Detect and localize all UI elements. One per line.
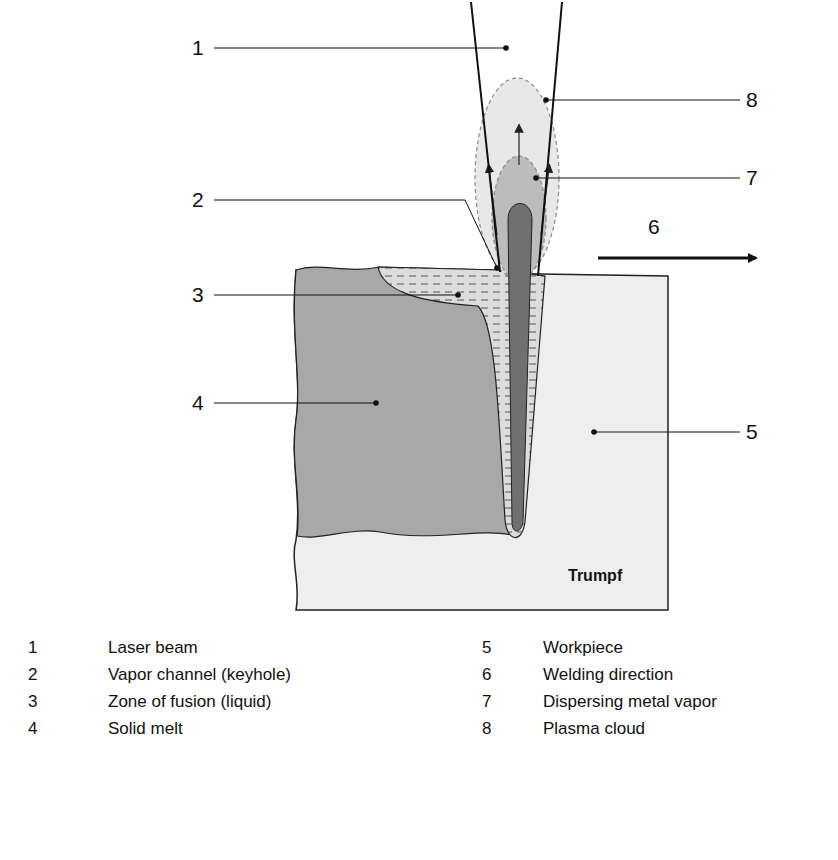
key-text: Solid melt [108, 719, 183, 739]
vapor-arrow [518, 128, 519, 165]
key-text: Workpiece [543, 638, 623, 658]
key-text: Welding direction [543, 665, 673, 685]
key-number: 4 [28, 719, 37, 739]
callout-number: 1 [192, 35, 204, 60]
key-number: 6 [482, 665, 491, 685]
key-text: Dispersing metal vapor [543, 692, 717, 712]
watermark: Trumpf [568, 566, 622, 585]
key-number: 1 [28, 638, 37, 658]
leader-dots [373, 45, 597, 435]
laser-beam-edge [538, 2, 562, 276]
key-text: Plasma cloud [543, 719, 645, 739]
key-number: 3 [28, 692, 37, 712]
direction-arrow [598, 257, 756, 260]
callout-number: 2 [192, 187, 204, 212]
key-number: 2 [28, 665, 37, 685]
callout-number: 3 [192, 282, 204, 307]
key-text: Vapor channel (keyhole) [108, 665, 291, 685]
callout-number: 7 [746, 165, 758, 190]
key-number: 8 [482, 719, 491, 739]
key-number: 5 [482, 638, 491, 658]
key-text: Zone of fusion (liquid) [108, 692, 271, 712]
keyhole [508, 204, 532, 532]
leader-lines [214, 48, 740, 432]
key-text: Laser beam [108, 638, 198, 658]
key-number: 7 [482, 692, 491, 712]
callout-number: 5 [746, 419, 758, 444]
laser-beam-edge [471, 2, 500, 272]
callout-number: 6 [648, 214, 660, 239]
callout-number: 8 [746, 87, 758, 112]
callout-number: 4 [192, 390, 204, 415]
